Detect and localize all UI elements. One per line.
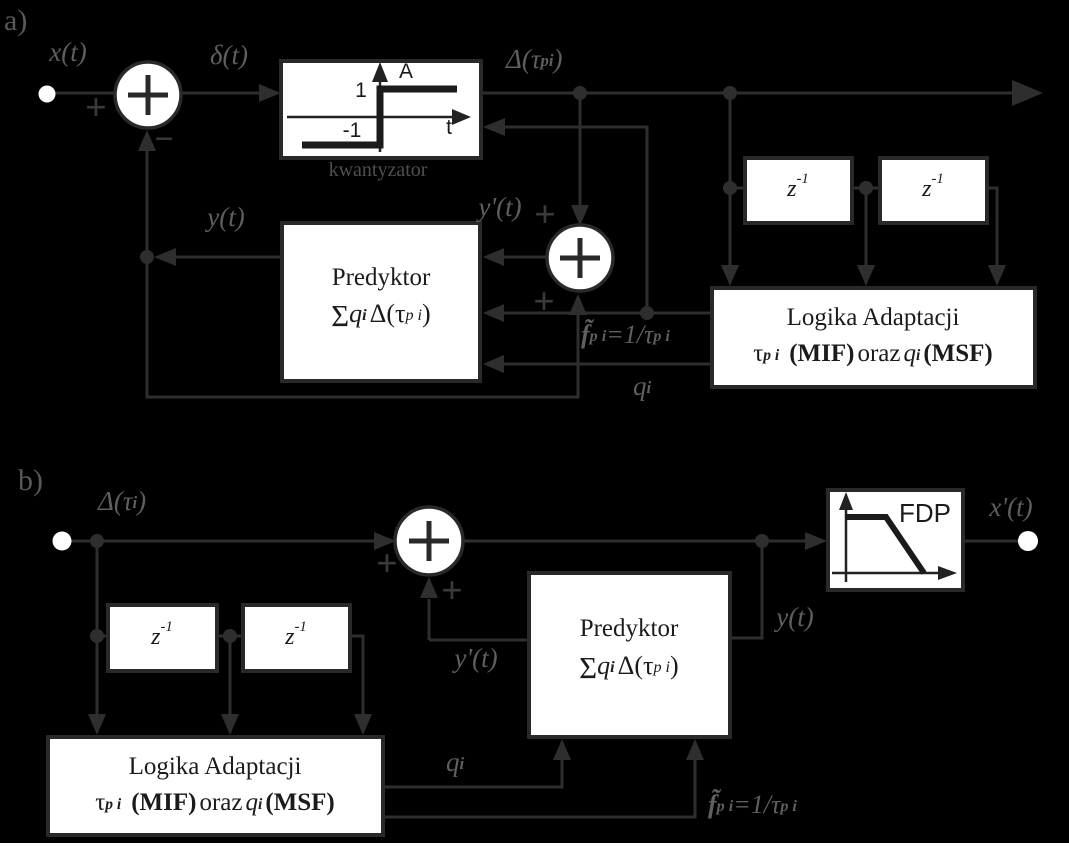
adaptation-b-line1: Logika Adaptacji (128, 753, 302, 780)
summer-a2-plus-bottom-sign: + (533, 281, 555, 323)
section-a-tag: a) (4, 4, 28, 37)
quantizer-level-high-label: 1 (355, 79, 367, 102)
delay-block-b1 (106, 603, 219, 673)
quantizer-level-low-label: -1 (342, 119, 362, 142)
output-signal-label-b: x'(t) (989, 492, 1033, 522)
y-label-b: y(t) (776, 602, 814, 632)
predictor-block-b (527, 571, 732, 739)
section-b-tag: b) (18, 464, 43, 497)
lowpass-response-glyph (832, 492, 957, 582)
quantizer-step-glyph (287, 62, 471, 152)
summer-a1 (113, 60, 183, 130)
adaptation-a-line1: Logika Adaptacji (786, 304, 960, 331)
wires-a (55, 91, 1014, 399)
quantizer-amp-axis-label: A (398, 60, 414, 83)
input-terminal-b (52, 531, 72, 551)
output-terminal-b (1018, 531, 1038, 551)
wires-b (71, 539, 1019, 819)
summer-b-plus-left-sign: + (376, 543, 398, 585)
summer-b (393, 505, 465, 577)
predictor-b-title: Predyktor (579, 615, 679, 642)
delay-block-a2 (878, 156, 989, 225)
paper-strip (0, 843, 1069, 856)
lowpass-filter-label: FDP (899, 498, 951, 528)
arrowheads (88, 80, 1043, 760)
predictor-a-title: Predyktor (331, 264, 431, 291)
y-prime-label-a: y'(t) (478, 192, 522, 222)
adaptation-block-a (710, 286, 1037, 389)
delay-b2-label: z-1 (285, 618, 307, 650)
quantizer-caption: kwantyzator (328, 159, 428, 181)
y-prime-label-b: y'(t) (454, 643, 498, 673)
error-signal-label-a: δ(t) (209, 40, 249, 70)
summer-a2-plus-top-sign: + (534, 194, 556, 236)
delay-a1-label: z-1 (787, 170, 809, 202)
junction-dots (90, 86, 873, 643)
summer-a1-minus-sign: − (154, 121, 174, 158)
blocks (46, 59, 1037, 837)
delay-block-b2 (241, 603, 352, 673)
summer-a2 (545, 223, 615, 293)
delay-a2-label: z-1 (922, 170, 944, 202)
y-label-a: y(t) (207, 202, 245, 232)
predictor-block-a (280, 221, 482, 383)
quantizer-time-axis-label: t (446, 116, 452, 139)
adaptation-block-b (46, 735, 385, 837)
delay-block-a1 (743, 156, 854, 225)
input-terminal-a (38, 85, 56, 103)
delay-b1-label: z-1 (151, 618, 173, 650)
summer-a1-plus-sign: + (85, 87, 107, 129)
input-signal-label-a: x(t) (49, 37, 87, 67)
summer-b-plus-bottom-sign: + (441, 570, 463, 612)
